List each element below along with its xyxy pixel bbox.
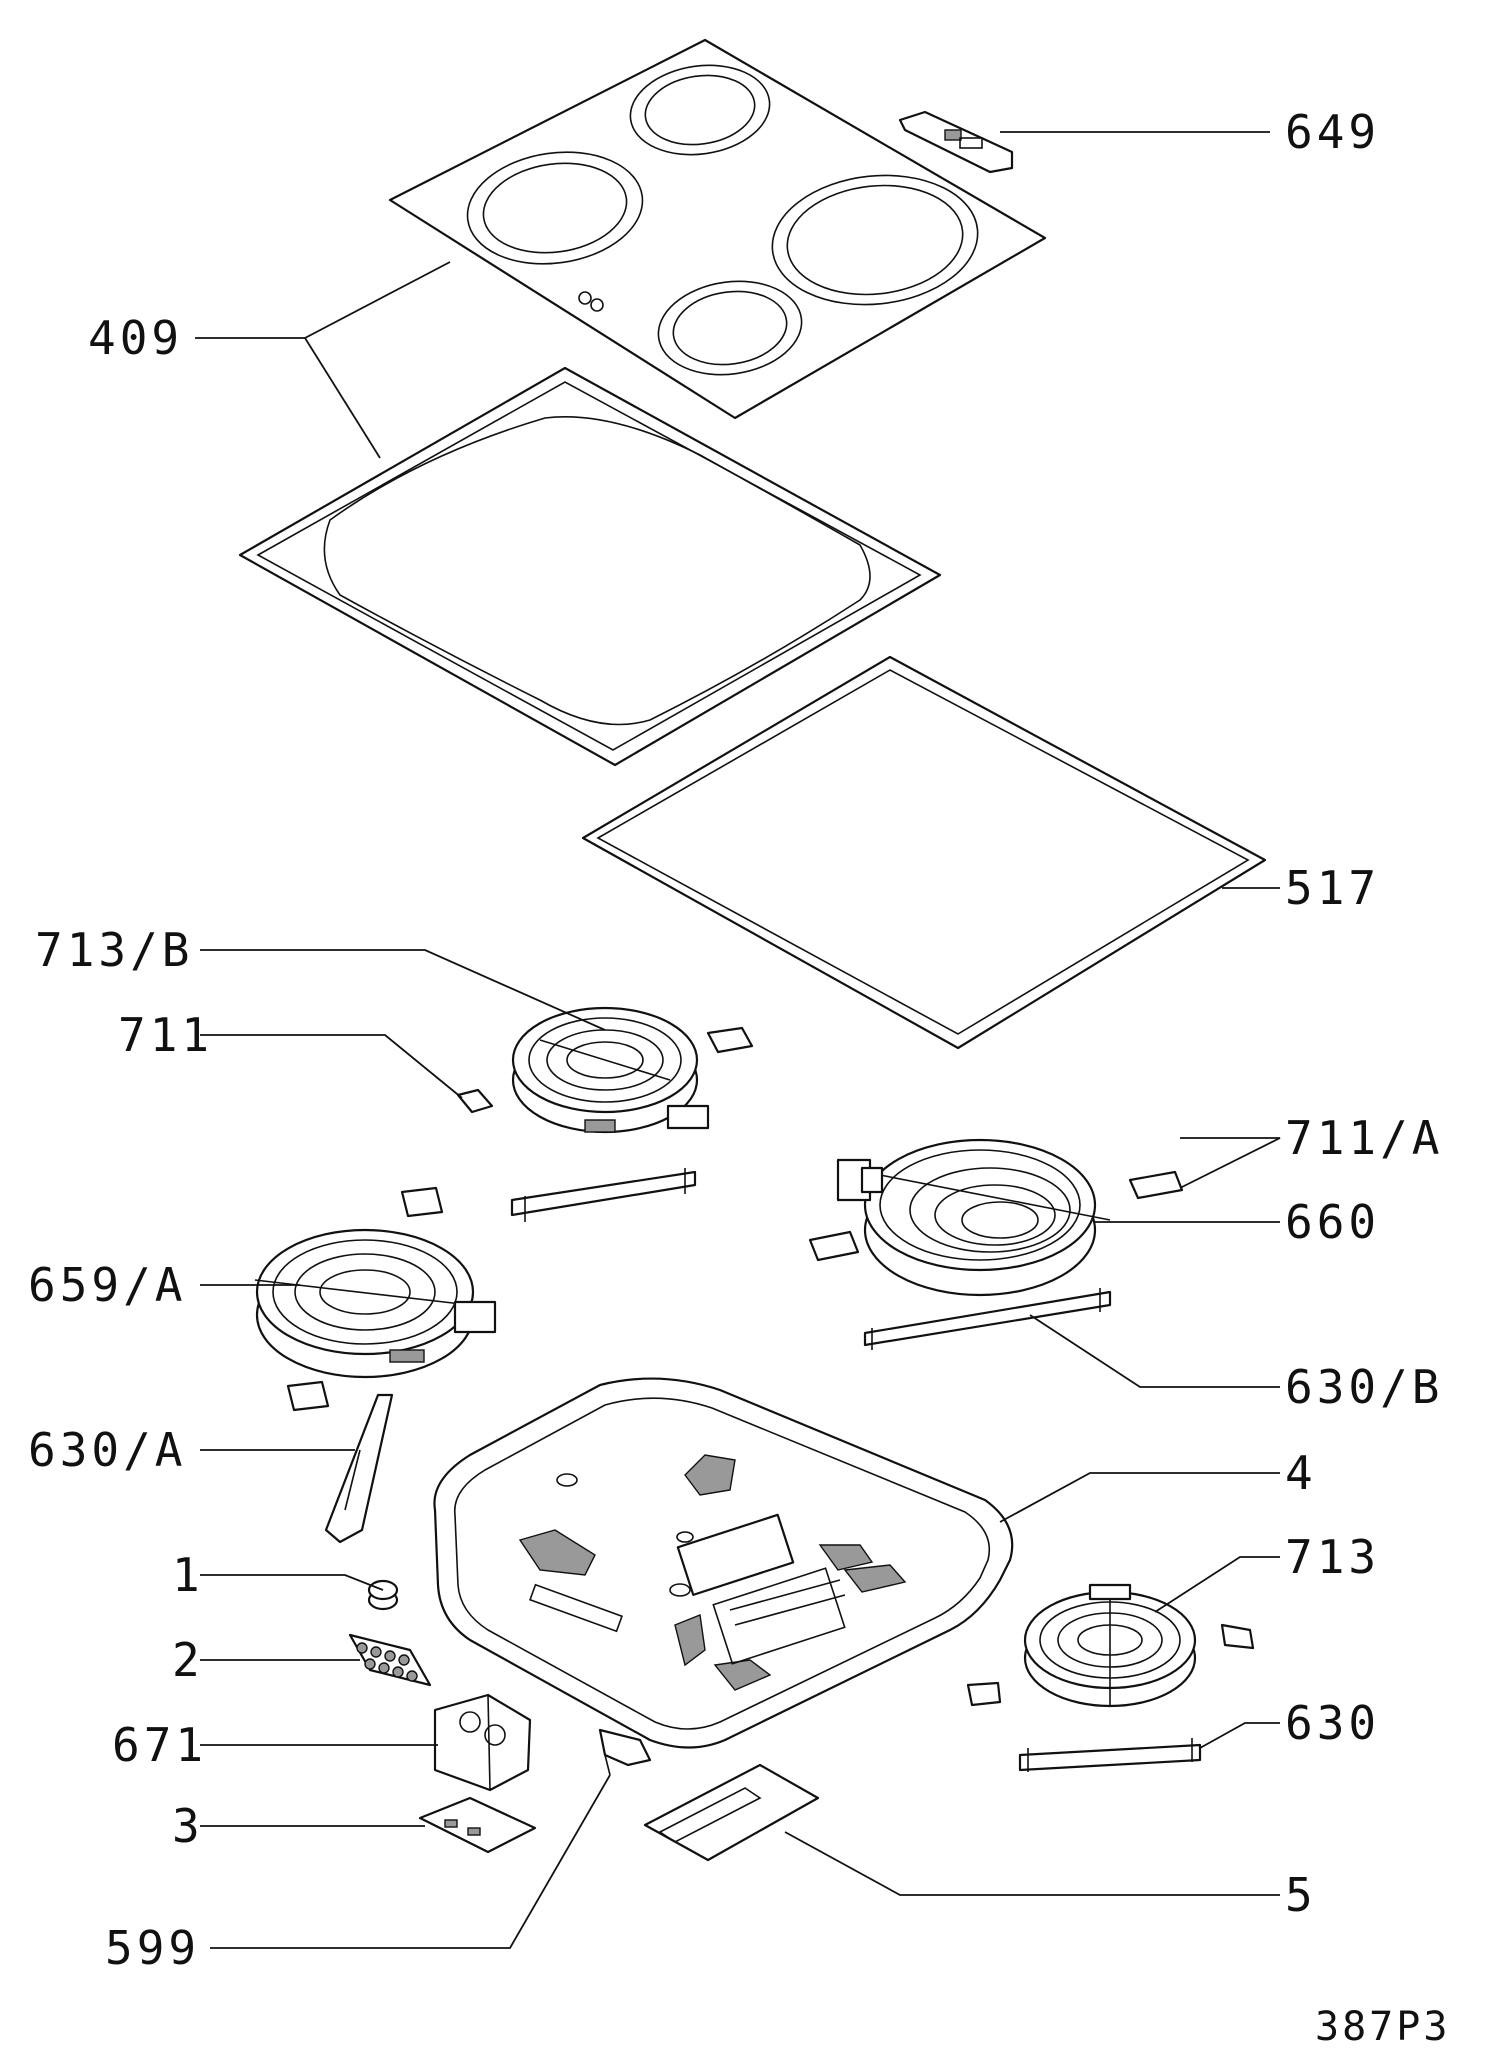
label-713b: 713/B [35,923,193,977]
clip-below-659a [286,1380,330,1412]
bracket-630 [1018,1738,1202,1772]
label-517: 517 [1285,861,1380,915]
terminal-cover-671 [433,1693,532,1792]
bracket-630b [863,1288,1112,1350]
part-649-clip [898,110,1014,174]
clip-near-713-right [1220,1623,1255,1650]
label-659a: 659/A [28,1258,186,1312]
label-599: 599 [105,1921,200,1975]
label-630b: 630/B [1285,1360,1443,1414]
label-409: 409 [88,311,183,365]
tray-4 [433,1377,1014,1749]
label-711: 711 [118,1008,213,1062]
clip-near-713b [706,1026,754,1054]
heating-element-713b [511,1006,710,1134]
bracket-under-713b [510,1168,697,1222]
plug-1 [367,1579,399,1611]
clip-599 [598,1728,652,1776]
clip-above-659a [400,1186,444,1218]
heating-element-659a [254,1228,497,1379]
label-713: 713 [1285,1530,1380,1584]
label-660: 660 [1285,1195,1380,1249]
heating-element-713 [1023,1583,1197,1708]
bracket-3 [418,1796,537,1854]
clip-711a [1128,1170,1184,1200]
glass-ceramic-hob-top [388,38,1047,420]
label-671: 671 [112,1718,207,1772]
clip-near-713-left [966,1681,1002,1707]
hob-frame [238,366,942,767]
heating-element-660 [836,1138,1111,1297]
clip-near-660 [808,1230,860,1262]
label-3: 3 [172,1799,204,1853]
label-649: 649 [1285,105,1380,159]
bracket-630a [324,1393,394,1544]
gasket-517 [581,655,1267,1050]
cover-plate-5 [643,1763,820,1862]
terminal-block-2 [348,1633,432,1687]
drawing-code: 387P3 [1315,2004,1450,2050]
label-1: 1 [172,1548,204,1602]
label-630a: 630/A [28,1423,186,1477]
leader-lines [195,131,1281,1949]
label-711a: 711/A [1285,1111,1443,1165]
label-630: 630 [1285,1696,1380,1750]
label-5: 5 [1285,1868,1317,1922]
clip-711-left [456,1088,494,1114]
label-2: 2 [172,1633,204,1687]
label-4: 4 [1285,1446,1317,1500]
